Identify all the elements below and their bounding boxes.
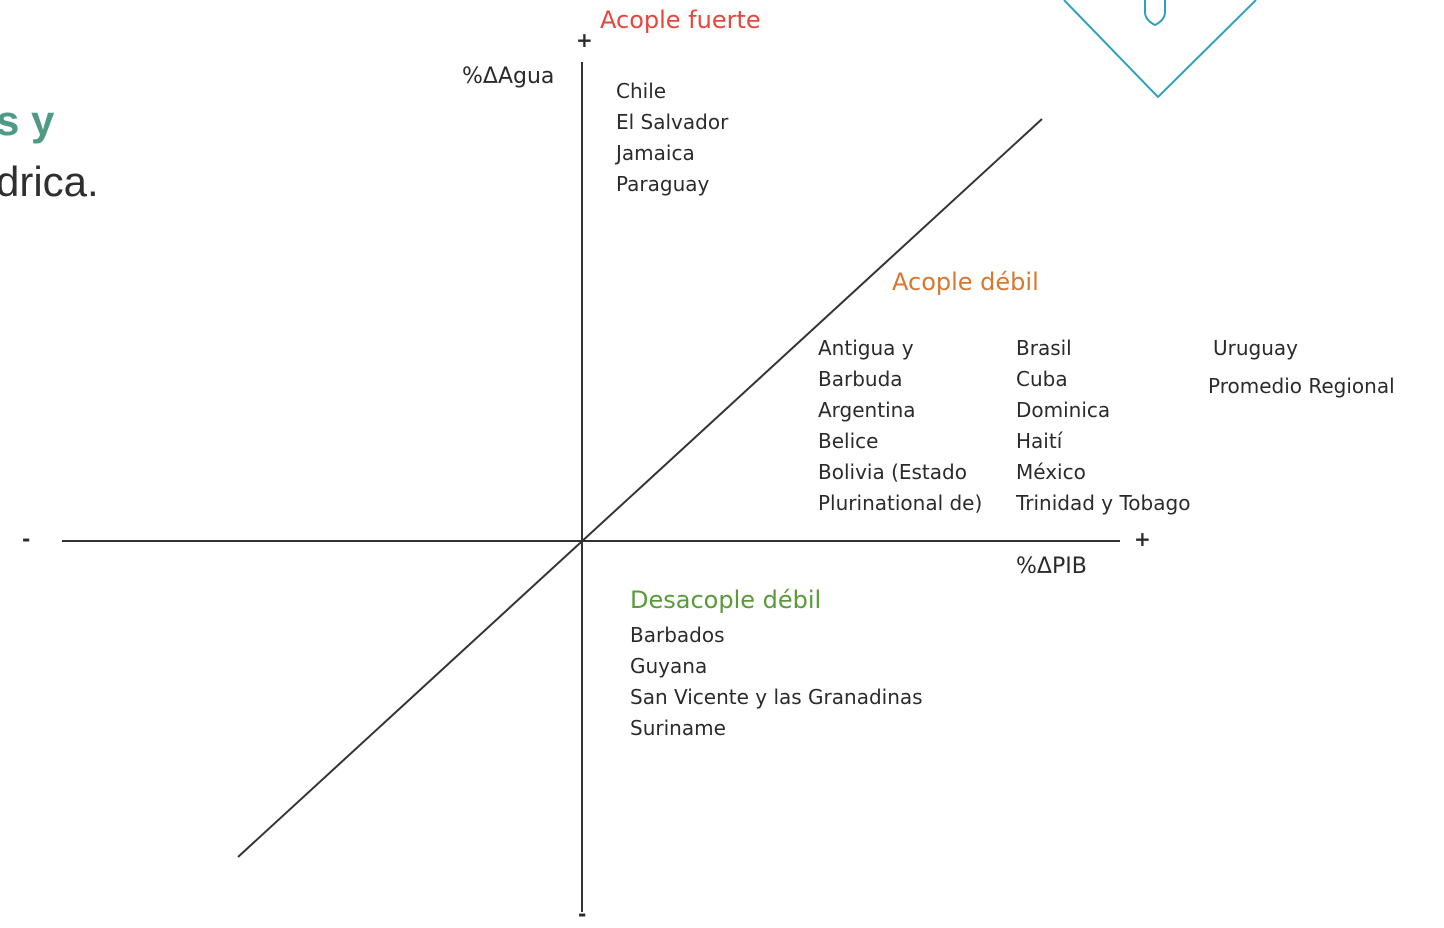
side-text-body: drica. [0,158,99,205]
y-axis-minus: - [578,902,587,926]
diamond-outline-icon [1063,0,1257,99]
list-item: Trinidad y Tobago [1016,491,1191,515]
list-item: Barbados [630,623,725,647]
list-item: Belice [818,429,879,453]
list-item: El Salvador [616,110,729,134]
x-axis-label: %ΔPIB [1016,554,1087,579]
weak-coupling-col3-item1: Uruguay [1213,336,1298,360]
x-axis-minus: - [22,527,31,551]
x-axis-plus: + [1134,527,1151,551]
weak-decoupling-title: Desacople débil [630,586,822,614]
list-item: Suriname [630,716,726,740]
list-item: Chile [616,79,667,103]
list-item: Cuba [1016,367,1068,391]
list-item: Antigua y [818,336,914,360]
list-item: San Vicente y las Granadinas [630,685,923,709]
weak-coupling-col2: Brasil Cuba Dominica Haití México Trinid… [1016,333,1190,519]
list-item: Brasil [1016,336,1072,360]
weak-coupling-title: Acople débil [892,268,1039,296]
strong-coupling-list: Chile El Salvador Jamaica Paraguay [616,76,728,200]
y-axis-plus: + [576,28,593,52]
list-item: Haití [1016,429,1063,453]
list-item: Barbuda [818,367,903,391]
strong-coupling-title: Acople fuerte [600,6,761,34]
list-item: México [1016,460,1086,484]
list-item: Guyana [630,654,708,678]
list-item: Jamaica [616,141,695,165]
list-item: Argentina [818,398,916,422]
weak-decoupling-list: Barbados Guyana San Vicente y las Granad… [630,620,923,744]
list-item: Plurinational de) [818,491,983,515]
shield-outline-icon [1144,0,1166,27]
diagonal-line [237,118,1043,858]
weak-coupling-col3-item2: Promedio Regional [1208,374,1395,398]
y-axis-label: %ΔAgua [462,64,555,89]
list-item: Bolivia (Estado [818,460,967,484]
side-text-accent: s y [0,97,55,144]
list-item: Dominica [1016,398,1111,422]
weak-coupling-col1: Antigua y Barbuda Argentina Belice Boliv… [818,333,982,519]
list-item: Paraguay [616,172,710,196]
